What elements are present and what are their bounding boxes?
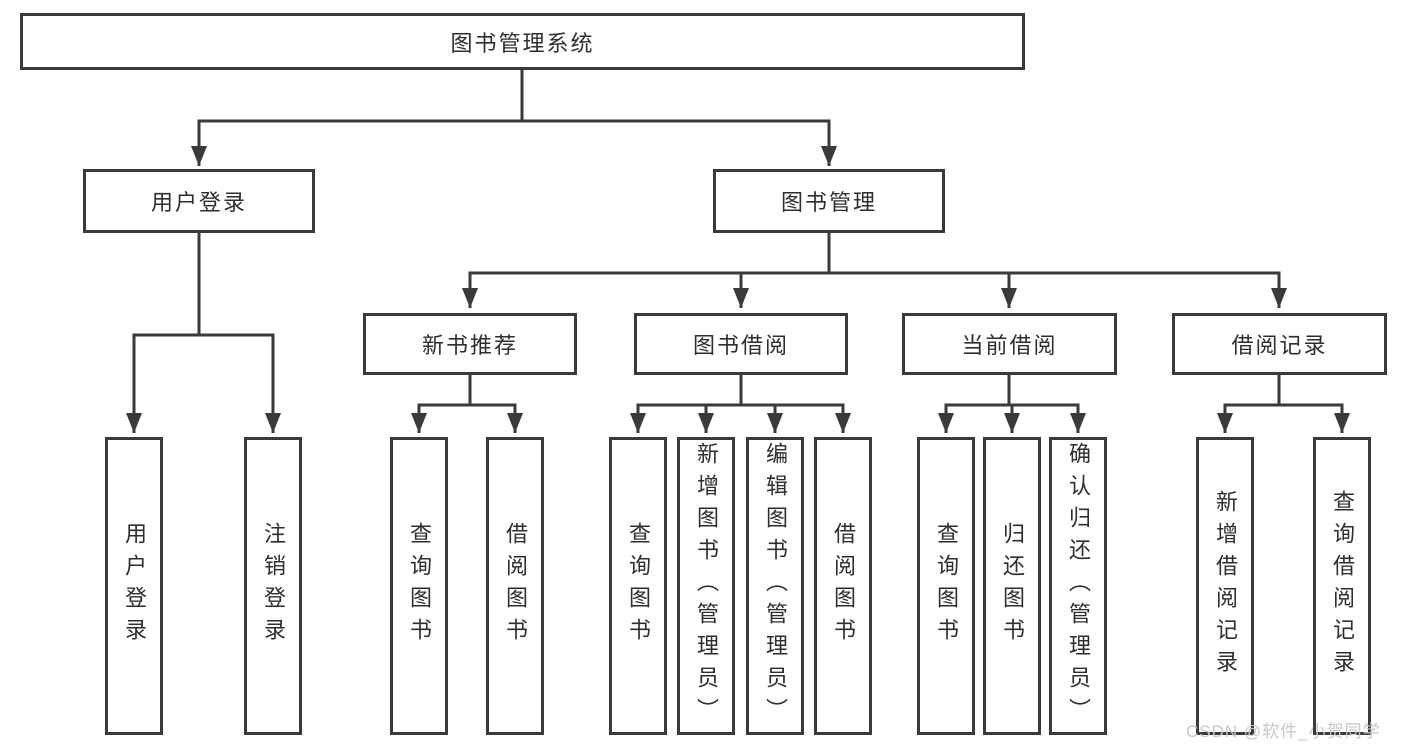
node-label: 借阅图书 (831, 522, 856, 650)
node-label: 图书借阅 (692, 333, 789, 358)
edge-records-to-add (1217, 375, 1281, 433)
leaf-borrow-books: 借阅图书 (814, 437, 872, 735)
node-borrow-records: 借阅记录 (1172, 313, 1387, 375)
edge-login-to-leaf-logout (199, 333, 281, 433)
node-label: 查询图书 (407, 522, 432, 650)
leaf-add-books-admin: 新增图书（管理员） (677, 437, 735, 735)
edge-borrow-to-query (630, 375, 743, 433)
node-label: 注销登录 (261, 522, 286, 650)
node-book-management: 图书管理 (713, 169, 945, 233)
node-label: 借阅记录 (1231, 333, 1328, 358)
edge-borrow-to-edit (741, 403, 783, 433)
node-label: 借阅图书 (503, 522, 528, 650)
node-label: 查询图书 (934, 522, 959, 650)
node-label: 用户登录 (150, 190, 247, 215)
edge-root-to-book-management (522, 119, 837, 166)
edge-login-to-leaf-login (126, 233, 201, 433)
edge-current-to-query (938, 375, 1011, 433)
edge-borrow-to-borrowbook (741, 403, 851, 433)
node-label: 当前借阅 (961, 333, 1058, 358)
edge-root-to-user-login (191, 70, 524, 166)
node-label: 图书管理 (780, 190, 877, 215)
node-label: 归还图书 (1000, 522, 1025, 650)
edge-mgmt-to-borrow (733, 271, 829, 308)
node-label: 新增图书（管理员） (694, 442, 719, 730)
leaf-borrow-books-recommend: 借阅图书 (486, 437, 544, 735)
node-label: 图书管理系统 (450, 30, 595, 56)
leaf-logout-login: 注销登录 (244, 437, 302, 735)
edge-recommend-to-borrow (470, 403, 523, 433)
edge-mgmt-to-records (829, 271, 1287, 308)
leaf-query-books-borrow: 查询图书 (609, 437, 667, 735)
leaf-query-borrow-record: 查询借阅记录 (1313, 437, 1371, 735)
node-library-management-system: 图书管理系统 (20, 13, 1025, 70)
edge-current-to-confirm (1009, 403, 1086, 433)
leaf-user-login: 用户登录 (105, 437, 163, 735)
watermark: CSDN @软件_小贺同学 (1186, 722, 1381, 741)
edge-borrow-to-add (698, 403, 741, 433)
edge-records-to-query (1279, 403, 1350, 433)
node-label: 确认归还（管理员） (1066, 442, 1091, 730)
node-current-borrow: 当前借阅 (902, 313, 1117, 375)
node-label: 新增借阅记录 (1213, 490, 1238, 682)
node-user-login: 用户登录 (83, 169, 315, 233)
node-label: 用户登录 (122, 522, 147, 650)
leaf-query-books-current: 查询图书 (917, 437, 975, 735)
node-book-borrow: 图书借阅 (634, 313, 848, 375)
leaf-query-books-recommend: 查询图书 (390, 437, 448, 735)
edge-mgmt-to-current (829, 271, 1017, 308)
node-label: 编辑图书（管理员） (763, 442, 788, 730)
edge-recommend-to-query (411, 375, 472, 433)
leaf-add-borrow-record: 新增借阅记录 (1196, 437, 1254, 735)
leaf-edit-books-admin: 编辑图书（管理员） (746, 437, 804, 735)
node-label: 查询图书 (626, 522, 651, 650)
leaf-return-books: 归还图书 (983, 437, 1041, 735)
node-new-book-recommend: 新书推荐 (363, 313, 577, 375)
node-label: 新书推荐 (421, 333, 518, 358)
edge-mgmt-to-recommend (462, 233, 831, 308)
node-label: 查询借阅记录 (1330, 490, 1355, 682)
leaf-confirm-return-admin: 确认归还（管理员） (1049, 437, 1107, 735)
